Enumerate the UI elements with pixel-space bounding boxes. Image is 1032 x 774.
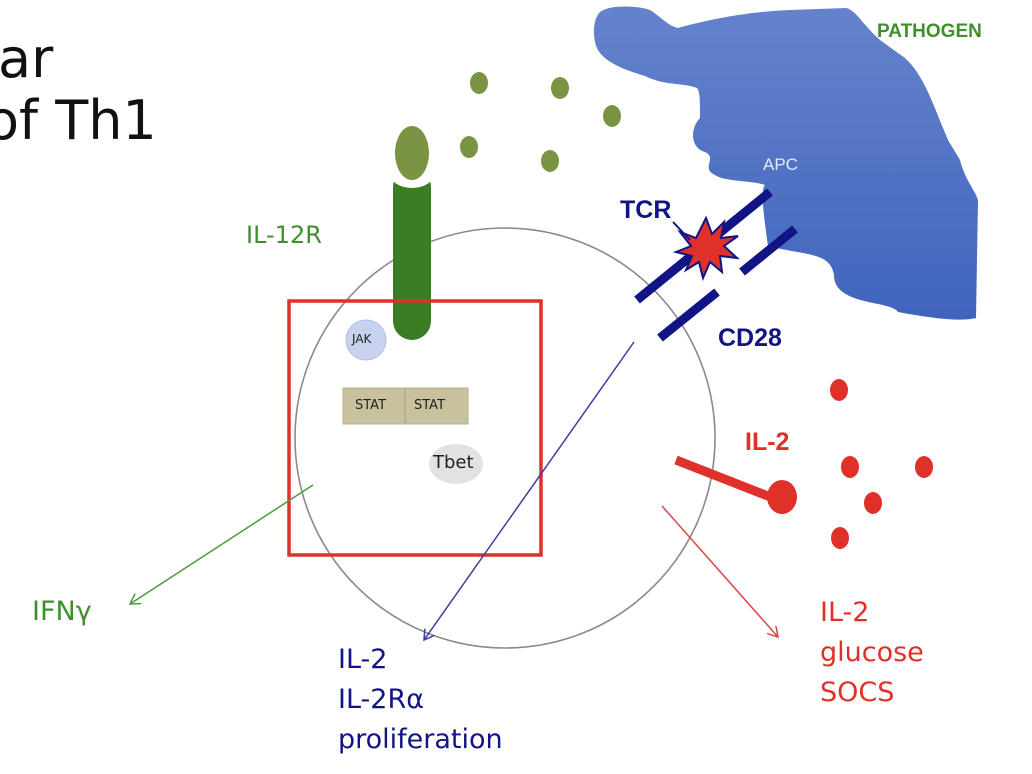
apc-cell-shape [593,6,978,320]
il2-molecule [831,527,849,549]
arrow-to-il2-glucose-socs [661,505,778,637]
output-center: IL-2 IL-2Rα proliferation [338,640,503,760]
il2-receptor-head [767,480,797,514]
il12-ligand [460,136,478,158]
cd28-bar-tcell [657,288,720,342]
output-left: IFNγ [32,592,92,632]
tbet-protein [429,444,483,484]
il2-molecules [830,379,933,549]
output-right: IL-2 glucose SOCS [820,593,924,713]
il2-molecule [841,456,859,478]
il2-molecule [830,379,848,401]
output-center-item: proliferation [338,724,503,755]
pathogen-label: PATHOGEN [877,21,982,42]
signaling-box [287,299,543,557]
il12-ligand [470,72,488,94]
jak-label: JAK [352,332,372,346]
il2-receptor-stem [674,455,780,505]
jak-protein [345,319,387,361]
output-center-item: IL-2 [338,644,388,675]
stat-label-1: STAT [355,398,387,413]
stat-label-2: STAT [414,398,446,413]
apc-label: APC [763,155,798,174]
il12-bound-ligand [395,126,429,180]
il12-ligand [603,105,621,127]
title-line-1: ar [0,27,54,90]
output-right-item: glucose [820,637,924,668]
il2-molecule [864,492,882,514]
il12-ligands [460,72,621,172]
output-right-item: IL-2 [820,597,870,628]
title-line-2: of Th1 [0,89,157,152]
cd28-bar-apc [739,225,798,276]
arrow-to-ifng [130,484,314,604]
il12-receptor [389,126,435,340]
output-left-item: IFNγ [32,596,92,627]
tcr-label: TCR [620,196,672,224]
il12-ligand [551,77,569,99]
output-center-item: IL-2Rα [338,684,425,715]
il12r-label: IL-12R [246,221,322,249]
tcr-activation-star-icon [672,215,740,282]
il2-molecule [915,456,933,478]
cd28-label: CD28 [718,324,782,352]
cell-membrane [294,227,716,649]
tbet-label: Tbet [433,452,474,473]
il2-receptor-label: IL-2 [745,428,790,456]
arrow-to-il2-proliferation [424,341,635,640]
output-right-item: SOCS [820,677,895,708]
il12-ligand [541,150,559,172]
